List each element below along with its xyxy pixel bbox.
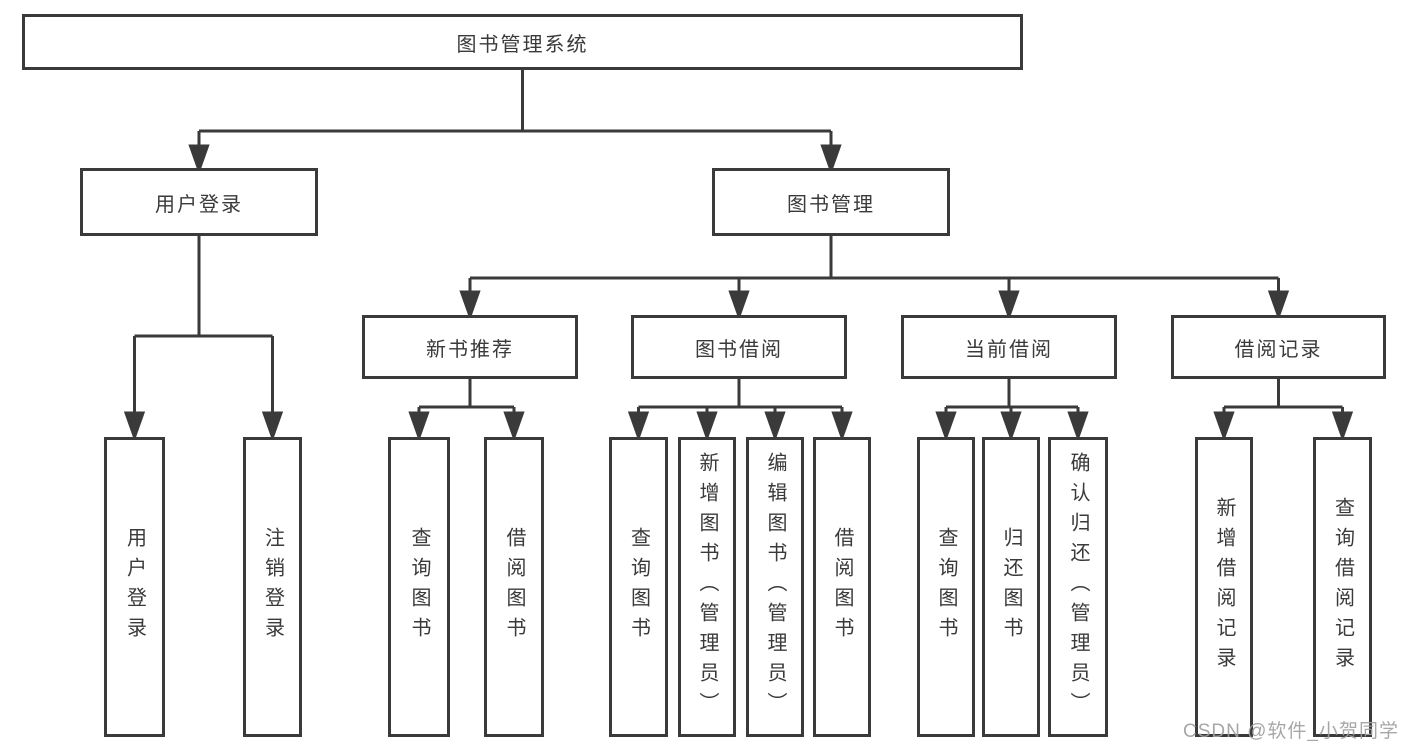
branch-new-book-recommend	[408, 379, 525, 442]
node-label: 图书借阅	[695, 338, 783, 361]
leaf-cb-return-books: 归还图书	[982, 437, 1040, 737]
leaf-label: 借阅图书	[831, 527, 853, 647]
leaf-label: 用户登录	[123, 527, 146, 647]
arrowhead	[459, 290, 481, 321]
leaf-cb-query-books: 查询图书	[917, 437, 975, 737]
arrowhead	[1067, 411, 1089, 442]
arrowhead	[696, 411, 718, 442]
branch-root-to-level2	[188, 68, 842, 175]
branch-current-borrowing	[935, 379, 1089, 442]
leaf-label: 编辑图书（管理员）	[764, 452, 786, 722]
arrowhead	[1213, 411, 1235, 442]
arrowhead	[820, 144, 842, 175]
arrowhead	[123, 411, 146, 442]
node-label: 借阅记录	[1234, 338, 1323, 361]
arrowhead	[188, 144, 210, 175]
arrowhead	[1267, 290, 1290, 321]
branch-user-login	[123, 236, 284, 442]
node-library-management-system: 图书管理系统	[22, 14, 1023, 70]
arrowhead	[935, 411, 957, 442]
arrowhead	[764, 411, 786, 442]
leaf-label: 查询图书	[627, 527, 650, 647]
branch-book-borrowing	[627, 379, 853, 442]
node-borrowing-records: 借阅记录	[1171, 315, 1386, 379]
leaf-bb-borrow-books: 借阅图书	[813, 437, 871, 737]
node-current-borrowing: 当前借阅	[901, 315, 1117, 379]
arrowhead	[408, 411, 430, 442]
arrowhead	[998, 290, 1020, 321]
node-label: 图书管理	[787, 193, 875, 216]
leaf-label: 归还图书	[1000, 527, 1022, 647]
leaf-label: 注销登录	[261, 527, 284, 647]
leaf-bb-edit-books-admin: 编辑图书（管理员）	[746, 437, 804, 737]
csdn-watermark: CSDN @软件_小贺同学	[1183, 721, 1399, 742]
node-label: 图书管理系统	[456, 33, 589, 56]
node-user-login: 用户登录	[80, 168, 318, 236]
arrowhead	[1331, 411, 1354, 442]
leaf-br-query-record: 查询借阅记录	[1313, 437, 1372, 737]
leaf-cb-confirm-return-admin: 确认归还（管理员）	[1048, 437, 1108, 737]
node-label: 当前借阅	[965, 338, 1053, 361]
leaf-nb-borrow-books: 借阅图书	[484, 437, 544, 737]
node-label: 新书推荐	[426, 338, 514, 361]
leaf-label: 借阅图书	[503, 527, 525, 647]
branch-book-management	[459, 236, 1290, 321]
leaf-label: 新增借阅记录	[1213, 497, 1235, 677]
node-book-management: 图书管理	[712, 168, 950, 236]
leaf-label: 查询借阅记录	[1331, 497, 1354, 677]
node-label: 用户登录	[155, 193, 243, 216]
arrowhead	[1000, 411, 1022, 442]
branch-borrowing-records	[1213, 379, 1354, 442]
leaf-nb-query-books: 查询图书	[388, 437, 450, 737]
node-book-borrowing: 图书借阅	[631, 315, 847, 379]
leaf-bb-add-books-admin: 新增图书（管理员）	[678, 437, 736, 737]
arrowhead	[261, 411, 284, 442]
arrowhead	[503, 411, 525, 442]
leaf-bb-query-books: 查询图书	[609, 437, 668, 737]
leaf-user-login: 用户登录	[104, 437, 165, 737]
leaf-label: 确认归还（管理员）	[1067, 452, 1089, 722]
leaf-logout: 注销登录	[243, 437, 302, 737]
leaf-label: 新增图书（管理员）	[696, 452, 718, 722]
arrowhead	[831, 411, 853, 442]
arrowhead	[728, 290, 750, 321]
leaf-label: 查询图书	[408, 527, 430, 647]
node-new-book-recommend: 新书推荐	[362, 315, 578, 379]
leaf-br-add-record: 新增借阅记录	[1195, 437, 1253, 737]
arrowhead	[627, 411, 650, 442]
leaf-label: 查询图书	[935, 527, 957, 647]
